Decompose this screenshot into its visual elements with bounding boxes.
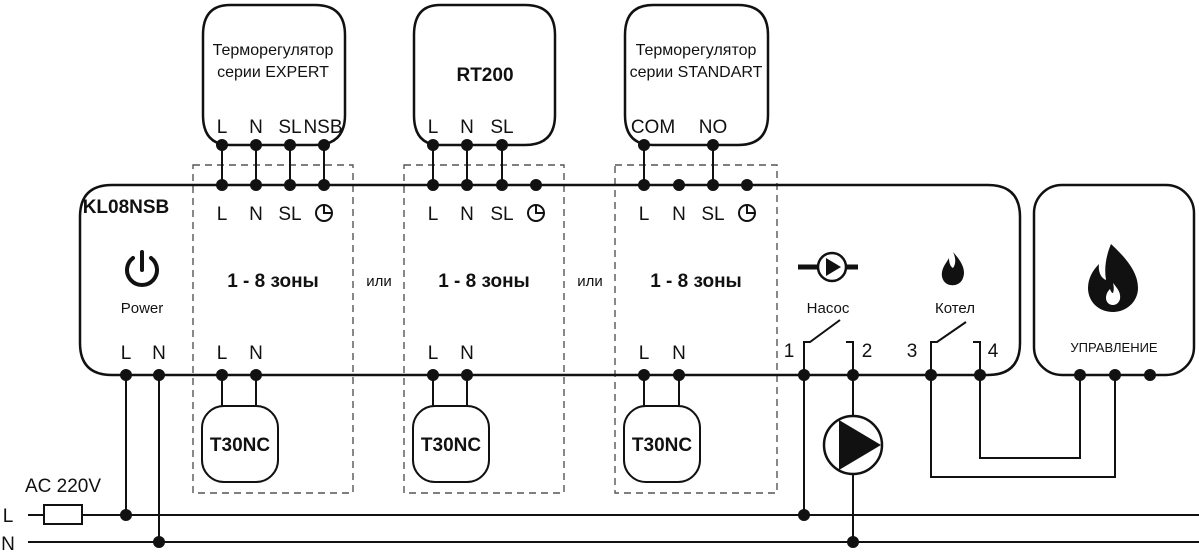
rt200-dot-l: [427, 139, 439, 151]
actuator-1-box: [201, 405, 279, 483]
expert-dot-l: [216, 139, 228, 151]
supply-line-n-label: N: [1, 534, 15, 553]
rt200-terminal-l: L: [428, 117, 439, 138]
zone-3-top-terminals: [638, 179, 753, 191]
power-icon: [125, 250, 159, 287]
actuator-2-box: [412, 405, 490, 483]
clock-icon: [315, 204, 333, 222]
pump-icon: [822, 414, 884, 476]
controller-model: KL08NSB: [83, 197, 170, 218]
clock-icon: [738, 204, 756, 222]
zone-box-1: [192, 164, 354, 494]
actuator-2-label: T30NC: [421, 435, 481, 456]
boiler-control-label: УПРАВЛЕНИЕ: [1070, 340, 1158, 355]
zone-2-top-terminals: [427, 179, 542, 191]
rt200-terminal-n: N: [460, 117, 474, 138]
actuator-3-box: [623, 405, 701, 483]
power-terminal-l: L: [121, 343, 132, 364]
thermostat-standart-subtitle: серии STANDART: [630, 64, 763, 81]
zone-2-label-sl: SL: [490, 204, 513, 225]
zone-box-3: [614, 164, 778, 494]
actuator-1-label: T30NC: [210, 435, 270, 456]
standart-terminal-com: COM: [631, 117, 675, 138]
pump-symbol-icon: [798, 251, 858, 283]
zone-3-label-n: N: [672, 204, 686, 225]
zone-box-2: [403, 164, 565, 494]
standart-terminal-no: NO: [699, 117, 728, 138]
thermostat-expert-box: [201, 3, 347, 147]
thermostat-rt200-box: [412, 3, 557, 147]
thermostat-rt200-title: RT200: [456, 65, 513, 86]
expert-terminal-sl: SL: [278, 117, 301, 138]
thermostat-standart-title: Терморегулятор: [636, 42, 757, 59]
standart-dot-no: [707, 139, 719, 151]
expert-terminal-n: N: [249, 117, 263, 138]
zone-1-label-l: L: [217, 204, 228, 225]
standart-dot-com: [638, 139, 650, 151]
zone-1-label-n: N: [249, 204, 263, 225]
zone-3-label-sl: SL: [701, 204, 724, 225]
boiler-relay-switch: [930, 321, 981, 375]
expert-dot-n: [250, 139, 262, 151]
relay-terminal-1: 1: [784, 341, 795, 362]
zone-2-label-n: N: [460, 204, 474, 225]
supply-label: AC 220V: [25, 476, 101, 497]
rt200-terminal-sl: SL: [490, 117, 513, 138]
controller-box: [78, 183, 1022, 377]
or-label-2: или: [577, 273, 603, 290]
zone-2-label: 1 - 8 зоны: [438, 271, 530, 292]
zone-2-bottom-l: L: [428, 343, 439, 364]
relay-terminal-4: 4: [988, 341, 999, 362]
zone-3-bottom-n: N: [672, 343, 686, 364]
thermostat-expert-subtitle: серии EXPERT: [217, 64, 329, 81]
zone-1-bottom-l: L: [217, 343, 228, 364]
relay-terminal-2: 2: [862, 341, 873, 362]
boiler-fire-icon: [1088, 244, 1138, 312]
zone-2-label-l: L: [428, 204, 439, 225]
pump-relay-switch: [803, 319, 854, 375]
supply-line-l-label: L: [3, 506, 14, 527]
zone-1-label: 1 - 8 зоны: [227, 271, 319, 292]
clock-icon: [527, 204, 545, 222]
zone-3-label: 1 - 8 зоны: [650, 271, 742, 292]
boiler-wire-outer: [930, 375, 1116, 478]
thermostat-standart-box: [623, 3, 770, 147]
actuator-3-label: T30NC: [632, 435, 692, 456]
zone-3-label-l: L: [639, 204, 650, 225]
boiler-label: Котел: [935, 300, 975, 317]
rt200-dot-n: [461, 139, 473, 151]
zone-1-bottom-n: N: [249, 343, 263, 364]
expert-dot-sl: [284, 139, 296, 151]
zone-1-top-terminals: [216, 179, 330, 191]
thermostat-expert-title: Терморегулятор: [213, 42, 334, 59]
expert-terminal-l: L: [217, 117, 228, 138]
zone-2-bottom-n: N: [460, 343, 474, 364]
flame-icon: [941, 252, 964, 286]
relay-terminal-3: 3: [907, 341, 918, 362]
expert-terminal-nsb: NSB: [303, 117, 342, 138]
zone-1-label-sl: SL: [278, 204, 301, 225]
pump-label: Насос: [807, 300, 850, 317]
or-label-1: или: [366, 273, 392, 290]
power-terminal-n: N: [152, 343, 166, 364]
expert-dot-nsb: [318, 139, 330, 151]
rt200-dot-sl: [496, 139, 508, 151]
fuse-icon: [43, 504, 83, 525]
power-label: Power: [121, 300, 164, 317]
boiler-wire-inner: [979, 375, 1081, 459]
zone-3-bottom-l: L: [639, 343, 650, 364]
